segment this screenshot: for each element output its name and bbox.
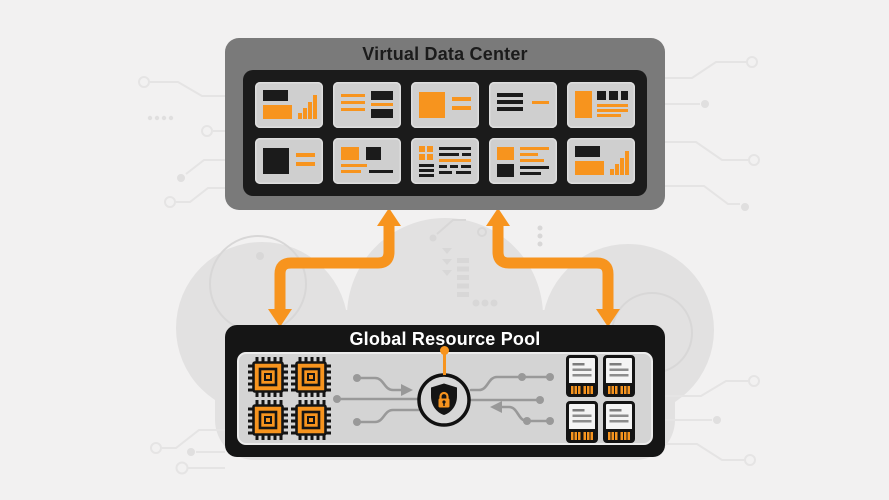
left-bidirectional-arrow xyxy=(268,208,401,327)
stacked-stats-widget-icon xyxy=(489,138,557,184)
virtual-data-center-tile-grid xyxy=(243,70,647,196)
bar-chart-widget-icon xyxy=(255,82,323,128)
right-bidirectional-arrow xyxy=(486,208,620,327)
media-grid-widget-icon xyxy=(567,82,635,128)
virtual-data-center-title: Virtual Data Center xyxy=(362,44,528,64)
table-widget-icon xyxy=(411,138,479,184)
title-to-shield-connector xyxy=(440,346,449,375)
text-lines-widget-icon xyxy=(489,82,557,128)
dark-image-text-widget-icon xyxy=(255,138,323,184)
two-card-widget-icon xyxy=(333,138,401,184)
virtual-data-center-panel: Virtual Data Center xyxy=(225,38,665,210)
bar-chart-widget-icon xyxy=(567,138,635,184)
list-rows-widget-icon xyxy=(333,82,401,128)
global-resource-pool-panel: Global Resource Pool xyxy=(225,325,665,457)
image-text-widget-icon xyxy=(411,82,479,128)
